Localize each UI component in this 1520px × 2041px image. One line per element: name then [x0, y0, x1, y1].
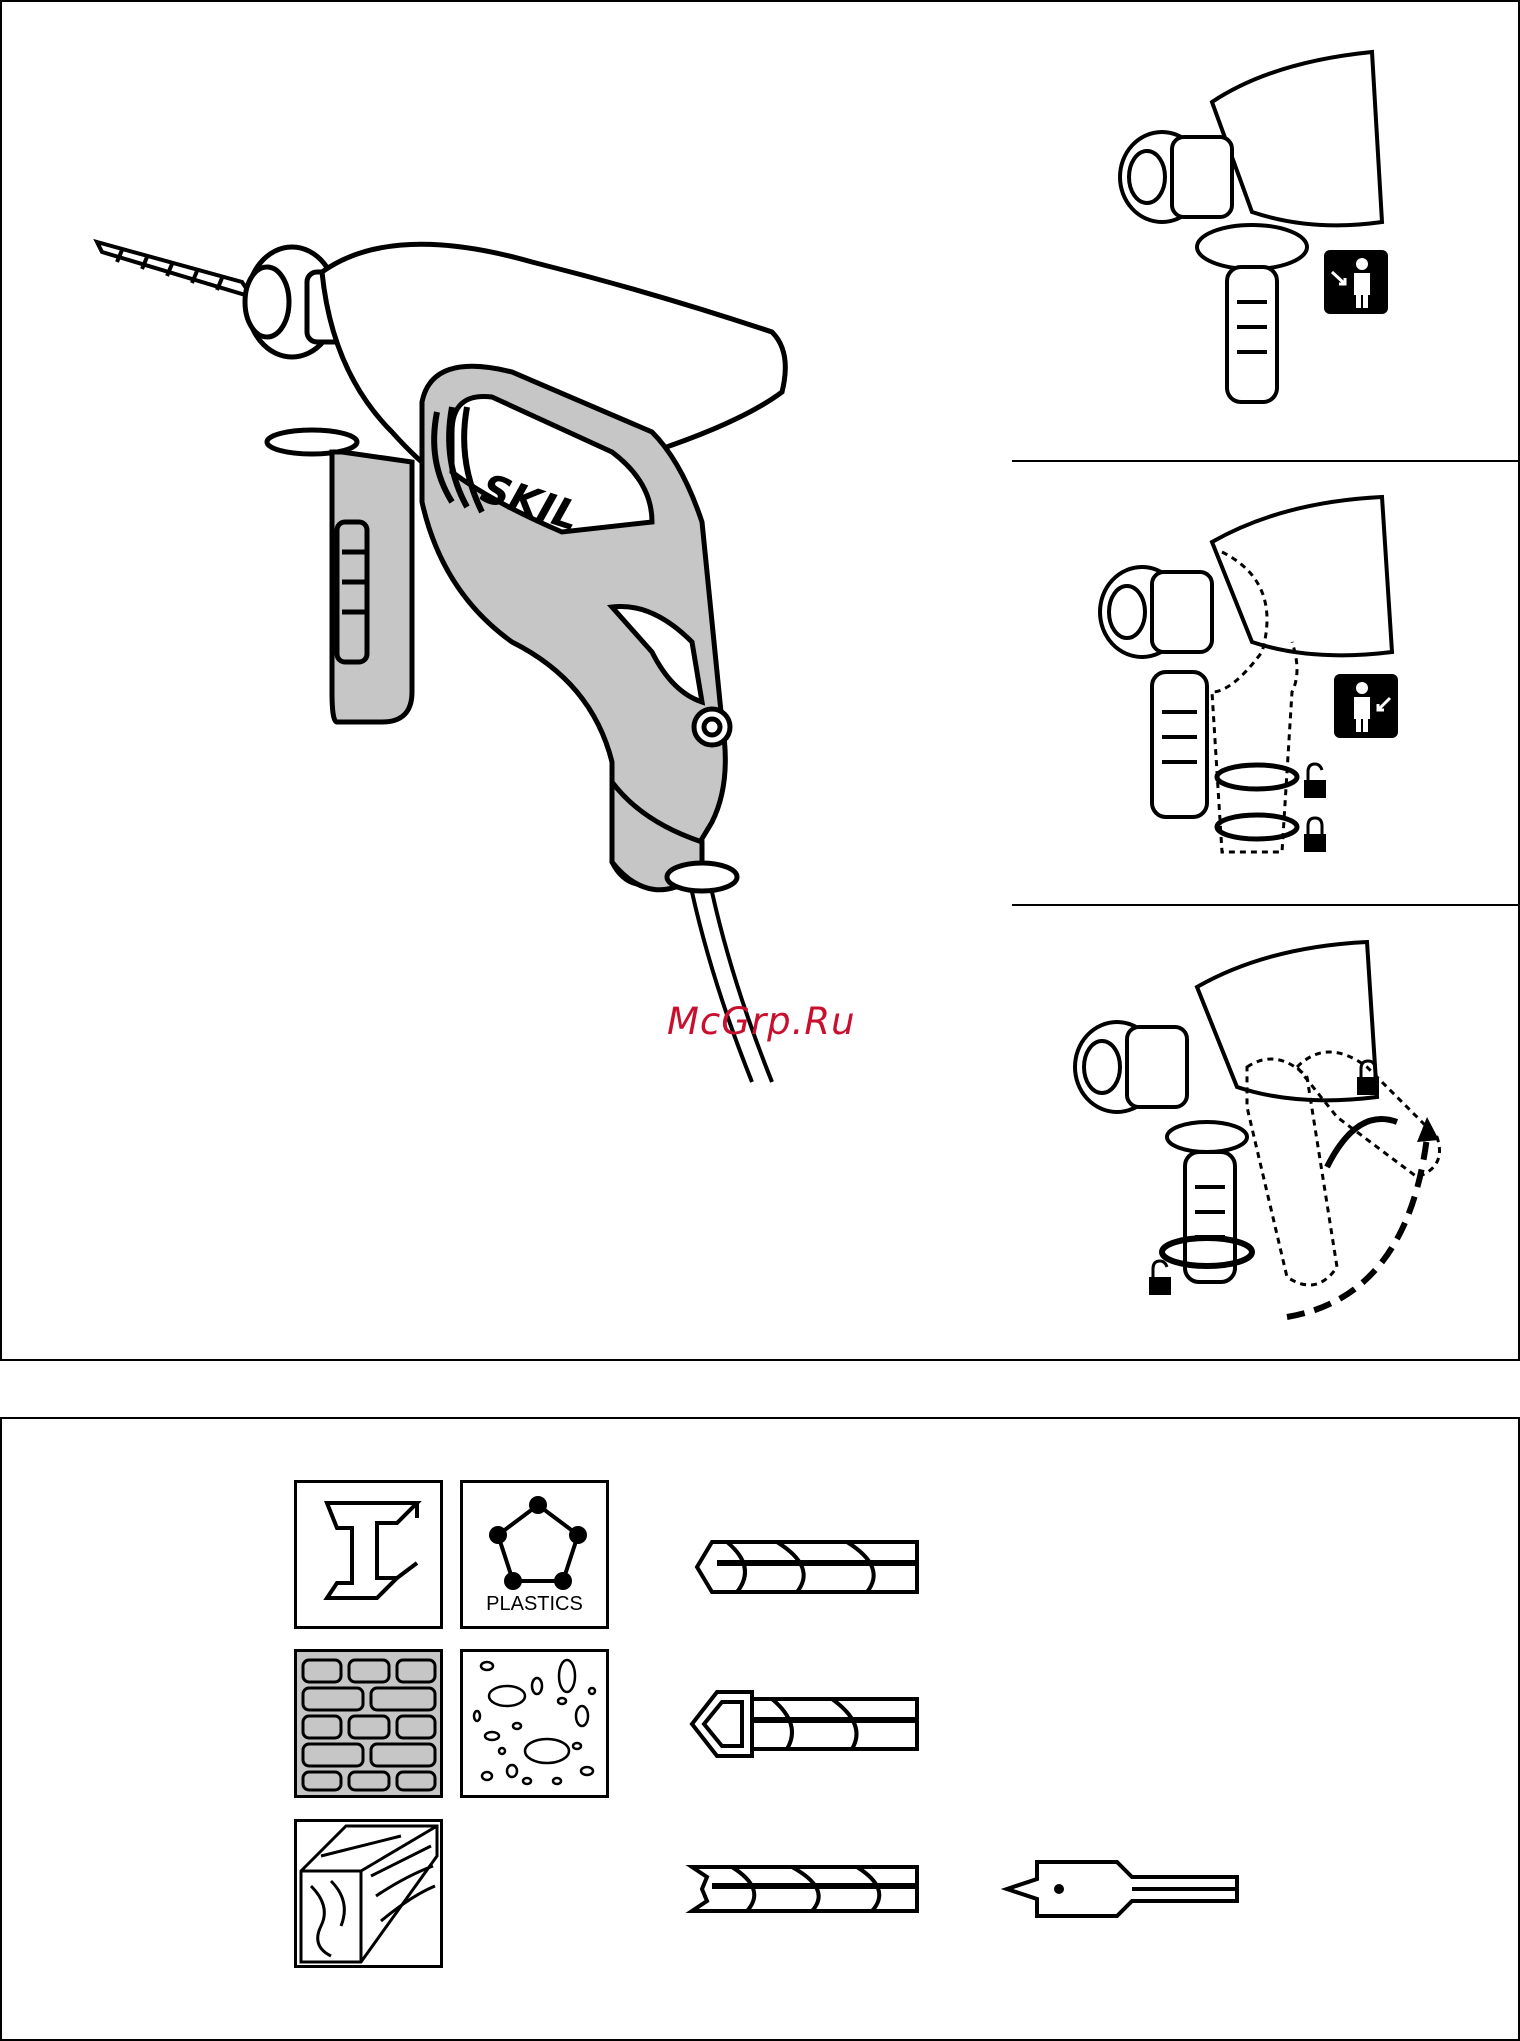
brick-wall-icon [301, 1656, 437, 1792]
steel-beam-tile [294, 1480, 443, 1629]
handle-loosen-illustration [1082, 492, 1502, 872]
handle-rotate-illustration [1057, 937, 1497, 1327]
spade-bit-icon [1007, 1857, 1237, 1921]
plastics-tile: PLASTICS [460, 1480, 609, 1629]
wood-block-icon [301, 1826, 437, 1962]
brick-wall-tile [294, 1649, 443, 1798]
lock-icon [1304, 818, 1326, 852]
illustration-panel: SKIL [0, 0, 1520, 1361]
unlock-icon [1149, 1261, 1171, 1295]
person-arrow-icon [1334, 674, 1398, 738]
wood-drill-bit-icon [692, 1859, 917, 1919]
person-arrow-icon [1324, 250, 1388, 314]
steel-beam-icon [307, 1493, 432, 1618]
watermark-text: McGrp.Ru [667, 1000, 856, 1043]
wood-block-tile [294, 1819, 443, 1968]
plastics-label: PLASTICS [463, 1593, 606, 1616]
stone-aggregate-tile [460, 1649, 609, 1798]
drill-bit-shape [97, 242, 252, 297]
drill-overview-illustration [92, 222, 812, 1102]
plastics-molecule-icon [483, 1493, 593, 1588]
handle-attach-illustration [1092, 42, 1492, 422]
masonry-drill-bit-icon [692, 1687, 917, 1761]
unlock-icon [1304, 764, 1326, 798]
metal-drill-bit-icon [697, 1537, 917, 1597]
stone-aggregate-icon [467, 1656, 603, 1792]
figure-divider [1012, 904, 1520, 906]
figure-divider [1012, 460, 1520, 462]
materials-panel: PLASTICS [0, 1417, 1520, 2041]
